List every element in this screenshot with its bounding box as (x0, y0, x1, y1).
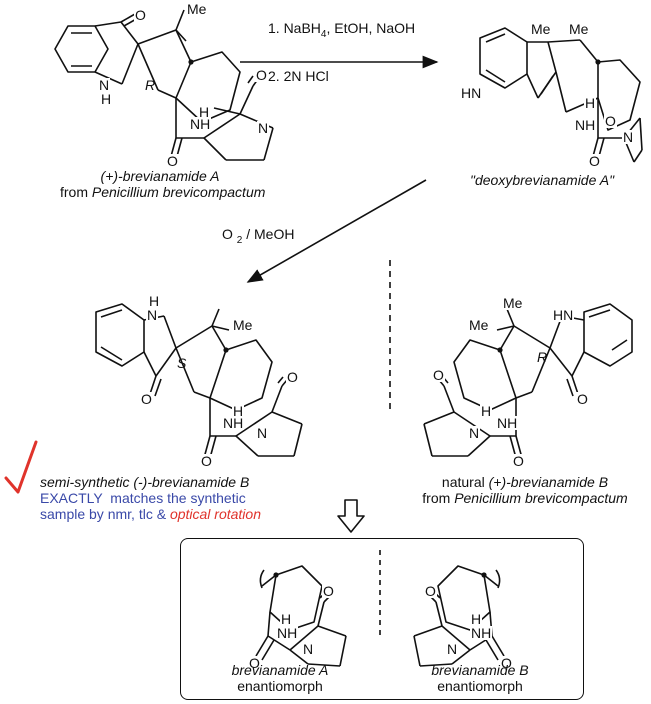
atom-h: H (100, 91, 113, 107)
structure-enantiomorph-b (413, 565, 505, 667)
label-deoxybrevianamide-a: "deoxybrevianamide A" (470, 172, 615, 188)
atom-h: H (584, 95, 597, 111)
atom-me: Me (232, 317, 254, 333)
atom-h: H (232, 403, 245, 419)
atom-nh: NH (574, 117, 597, 133)
atom-me: Me (530, 21, 552, 37)
stereo-label-r: R (145, 77, 156, 93)
stereo-label-r: R (537, 349, 548, 365)
atom-h: H (480, 403, 493, 419)
reagent-step-2: 2. 2N HCl (268, 68, 329, 84)
stereo-label-s: S (177, 355, 187, 371)
atom-me: Me (468, 317, 490, 333)
structure-brevianamide-a (54, 9, 274, 161)
atom-o: O (500, 655, 513, 671)
reagent-step-1: 1. NaBH4, EtOH, NaOH (268, 20, 416, 40)
atom-o: O (588, 153, 601, 169)
atom-h: H (280, 611, 293, 627)
atom-n: N (257, 120, 270, 136)
atom-h: H (148, 293, 161, 309)
atom-o: O (200, 453, 213, 469)
atom-o: O (512, 453, 525, 469)
label-semi-synthetic-brevianamide-b: semi-synthetic (-)-brevianamide B EXACTL… (40, 474, 261, 522)
atom-o: O (134, 7, 147, 23)
atom-n: N (146, 307, 159, 323)
atom-o: O (166, 153, 179, 169)
atom-me: Me (568, 21, 590, 37)
atom-n: N (622, 129, 635, 145)
atom-n: N (468, 425, 481, 441)
atom-n: N (256, 425, 269, 441)
atom-o: O (255, 67, 268, 83)
structure-natural-brevianamide-b (423, 303, 633, 459)
atom-me: Me (502, 295, 524, 311)
atom-o: O (322, 583, 335, 599)
atom-me: Me (186, 1, 208, 17)
arrow-oxidation (246, 179, 427, 283)
atom-n: N (302, 641, 315, 657)
label-natural-brevianamide-b: natural (+)-brevianamide B from Penicill… (422, 474, 628, 506)
atom-n: N (446, 641, 459, 657)
atom-nh: NH (470, 625, 493, 641)
reagent-oxidation: O 2 / MeOH (222, 226, 295, 246)
atom-h: H (470, 611, 483, 627)
enantiomorph-box (180, 538, 584, 700)
structure-deoxybrevianamide-a (479, 27, 643, 163)
atom-o: O (286, 369, 299, 385)
atom-o: O (140, 391, 153, 407)
atom-nh: NH (276, 625, 299, 641)
structure-semi-synthetic-brevianamide-b (95, 303, 303, 459)
atom-o: O (248, 655, 261, 671)
atom-o: O (576, 391, 589, 407)
atom-nh: NH (222, 415, 245, 431)
structure-enantiomorph-a (255, 565, 347, 667)
checkmark-icon (4, 440, 38, 494)
atom-nh: NH (189, 116, 212, 132)
label-enantiomorph-b: brevianamide B enantiomorph (431, 662, 529, 694)
atom-hn: HN (552, 307, 575, 323)
atom-n: N (98, 77, 111, 93)
label-enantiomorph-a: brevianamide A enantiomorph (231, 662, 329, 694)
label-brevianamide-a: (+)-brevianamide A from Penicillium brev… (60, 168, 266, 200)
atom-hn: HN (460, 85, 483, 101)
atom-nh: NH (496, 415, 519, 431)
atom-o: O (432, 367, 445, 383)
atom-o: O (604, 113, 617, 129)
hollow-down-arrow (337, 499, 365, 533)
atom-h: H (198, 104, 211, 120)
atom-o: O (424, 583, 437, 599)
